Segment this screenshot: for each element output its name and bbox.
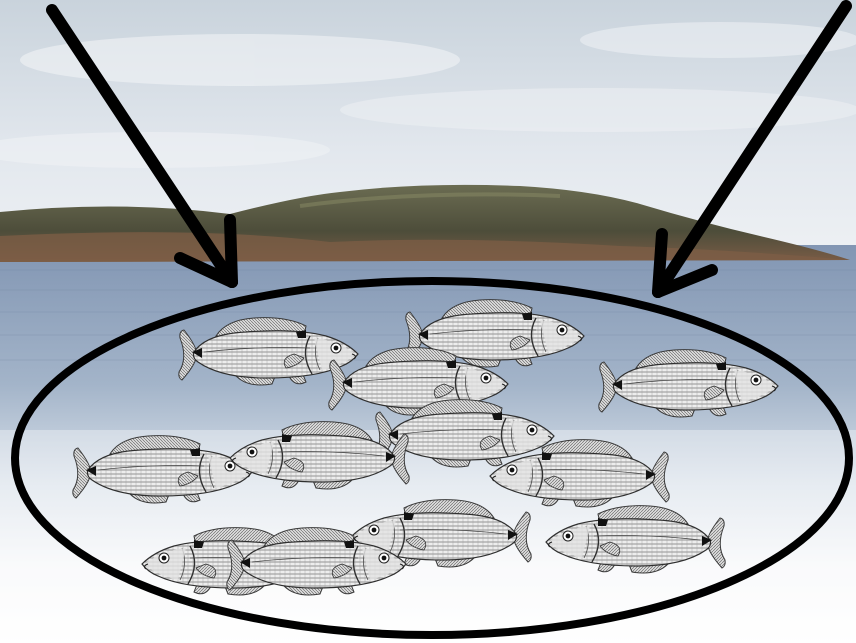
scene-canvas bbox=[0, 0, 856, 643]
